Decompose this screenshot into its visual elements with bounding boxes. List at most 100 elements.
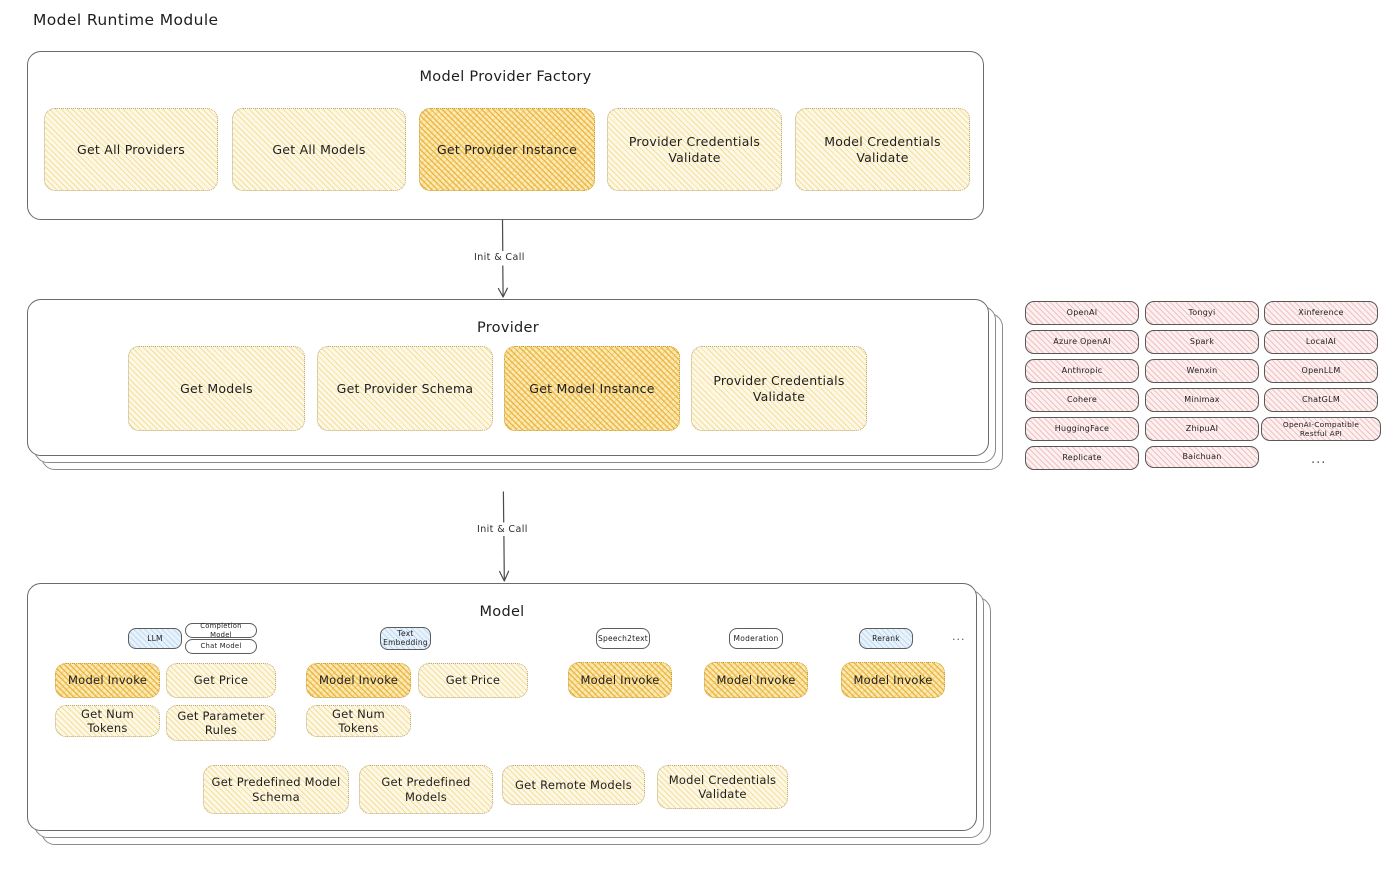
provider-chip-baichuan[interactable]: Baichuan — [1145, 446, 1259, 468]
provider-chip-huggingface[interactable]: HuggingFace — [1025, 417, 1139, 441]
provider-chip-spark[interactable]: Spark — [1145, 330, 1259, 354]
provider-chip-label: Anthropic — [1061, 366, 1103, 375]
method-label: Get Num Tokens — [81, 706, 134, 735]
model-type-badge-moderation[interactable]: Moderation — [729, 628, 783, 649]
model-type-badge-rerank[interactable]: Rerank — [859, 628, 913, 649]
provider-chip-label: OpenAI-Compatible Restful API — [1282, 419, 1360, 438]
factory-node-label: Get All Models — [272, 141, 366, 157]
model-sub-badge-chat-model[interactable]: Chat Model — [185, 639, 257, 654]
provider-title: Provider — [476, 320, 540, 336]
provider-chip-label: Azure OpenAI — [1053, 337, 1111, 346]
factory-node-get-all-models[interactable]: Get All Models — [232, 108, 406, 191]
provider-chip-label: Spark — [1189, 337, 1215, 346]
model-shared-method-get-predefined-model-schema[interactable]: Get Predefined Model Schema — [203, 765, 349, 814]
method-label: Get Num Tokens — [332, 706, 385, 735]
factory-node-label: Provider Credentials Validate — [628, 133, 761, 165]
provider-chip-label: Cohere — [1066, 395, 1097, 404]
method-label: Model Invoke — [318, 673, 399, 688]
provider-node-label: Get Models — [180, 380, 253, 396]
speech2text-method-model-invoke[interactable]: Model Invoke — [568, 662, 672, 698]
rerank-method-model-invoke[interactable]: Model Invoke — [841, 662, 945, 698]
provider-chip-azure-openai[interactable]: Azure OpenAI — [1025, 330, 1139, 354]
factory-node-label: Get All Providers — [77, 141, 185, 157]
method-label: Model Invoke — [716, 672, 796, 687]
arrow-factory-to-provider — [497, 219, 508, 298]
provider-chip-openllm[interactable]: OpenLLM — [1264, 359, 1378, 383]
model-title: Model — [479, 604, 525, 620]
provider-chip-xinference[interactable]: Xinference — [1264, 301, 1378, 325]
provider-chip-label: ZhipuAI — [1185, 424, 1219, 433]
provider-node-provider-credentials-validate[interactable]: Provider Credentials Validate — [691, 346, 867, 431]
arrow-provider-to-model — [499, 491, 510, 582]
model-type-badge-label: Rerank — [872, 633, 900, 643]
factory-node-get-provider-instance[interactable]: Get Provider Instance — [419, 108, 595, 191]
provider-chip-label: LocalAI — [1305, 337, 1337, 346]
provider-chip-label: Minimax — [1184, 395, 1220, 404]
provider-chip-label: OpenAI — [1066, 308, 1098, 317]
provider-chip-replicate[interactable]: Replicate — [1025, 446, 1139, 470]
provider-chip-label: HuggingFace — [1054, 424, 1110, 433]
model-shared-method-get-remote-models[interactable]: Get Remote Models — [502, 765, 645, 805]
method-label: Model Invoke — [580, 672, 660, 687]
provider-node-label: Get Model Instance — [529, 380, 655, 396]
provider-chip-localai[interactable]: LocalAI — [1264, 330, 1378, 354]
moderation-method-model-invoke[interactable]: Model Invoke — [704, 662, 808, 698]
model-shared-method-get-predefined-models[interactable]: Get Predefined Models — [359, 765, 493, 814]
method-label: Get Predefined Models — [381, 775, 471, 804]
text-embedding-method-get-price[interactable]: Get Price — [418, 663, 528, 698]
method-label: Get Price — [193, 673, 249, 688]
provider-node-get-models[interactable]: Get Models — [128, 346, 305, 431]
provider-chip-cohere[interactable]: Cohere — [1025, 388, 1139, 412]
provider-chip-label: ChatGLM — [1301, 395, 1340, 404]
arrow-label-init-and-call-1: Init & Call — [471, 251, 528, 264]
provider-chip-label: Replicate — [1062, 453, 1102, 462]
text-embedding-method-model-invoke[interactable]: Model Invoke — [306, 663, 411, 698]
provider-node-label: Provider Credentials Validate — [713, 372, 845, 404]
model-shared-method-model-credentials-validate[interactable]: Model Credentials Validate — [657, 765, 788, 809]
llm-method-get-parameter-rules[interactable]: Get Parameter Rules — [166, 705, 276, 741]
provider-chip-minimax[interactable]: Minimax — [1145, 388, 1259, 412]
provider-node-get-provider-schema[interactable]: Get Provider Schema — [317, 346, 493, 431]
method-label: Get Predefined Model Schema — [211, 775, 341, 804]
provider-chip-openai-compatible-restful-api[interactable]: OpenAI-Compatible Restful API — [1261, 417, 1381, 441]
arrow-label-init-and-call-2: Init & Call — [474, 523, 531, 536]
page-title: Model Runtime Module — [33, 11, 219, 29]
factory-node-model-credentials-validate[interactable]: Model Credentials Validate — [795, 108, 970, 191]
provider-chip-chatglm[interactable]: ChatGLM — [1264, 388, 1378, 412]
provider-chip-anthropic[interactable]: Anthropic — [1025, 359, 1139, 383]
text-embedding-method-get-num-tokens[interactable]: Get Num Tokens — [306, 705, 411, 737]
provider-chip-label: Wenxin — [1186, 366, 1218, 375]
model-type-badge-label: LLM — [147, 633, 163, 643]
provider-chip-openai[interactable]: OpenAI — [1025, 301, 1139, 325]
provider-chip-label: Xinference — [1298, 308, 1344, 317]
factory-node-provider-credentials-validate[interactable]: Provider Credentials Validate — [607, 108, 782, 191]
provider-chip-zhipuai[interactable]: ZhipuAI — [1145, 417, 1259, 441]
factory-node-label: Model Credentials Validate — [824, 133, 941, 165]
method-label: Model Credentials Validate — [668, 772, 777, 801]
provider-node-get-model-instance[interactable]: Get Model Instance — [504, 346, 680, 431]
provider-chip-label: Tongyi — [1188, 308, 1216, 317]
method-label: Model Invoke — [67, 673, 148, 688]
model-sub-badge-completion-model[interactable]: Completion Model — [185, 622, 257, 639]
method-label: Get Parameter Rules — [177, 708, 265, 737]
model-type-badge-speech2text[interactable]: Speech2text — [596, 628, 650, 649]
provider-chip-tongyi[interactable]: Tongyi — [1145, 301, 1259, 325]
model-type-badge-llm[interactable]: LLM — [128, 628, 182, 649]
model-type-badge-label: Text Embedding — [383, 629, 428, 647]
provider-list-more-ellipsis: ... — [1311, 452, 1327, 467]
factory-node-label: Get Provider Instance — [436, 141, 578, 157]
llm-method-get-num-tokens[interactable]: Get Num Tokens — [55, 705, 160, 737]
model-type-badge-text-embedding[interactable]: Text Embedding — [380, 627, 431, 650]
model-sub-badge-label: Completion Model — [200, 622, 242, 639]
llm-method-model-invoke[interactable]: Model Invoke — [55, 663, 160, 698]
llm-method-get-price[interactable]: Get Price — [166, 663, 276, 698]
provider-node-label: Get Provider Schema — [336, 380, 474, 396]
provider-chip-wenxin[interactable]: Wenxin — [1145, 359, 1259, 383]
model-type-badge-label: Speech2text — [598, 633, 648, 643]
model-type-badge-label: Moderation — [733, 633, 779, 643]
model-provider-factory-title: Model Provider Factory — [419, 69, 592, 85]
method-label: Get Remote Models — [515, 777, 632, 792]
method-label: Get Price — [445, 673, 501, 688]
factory-node-get-all-providers[interactable]: Get All Providers — [44, 108, 218, 191]
